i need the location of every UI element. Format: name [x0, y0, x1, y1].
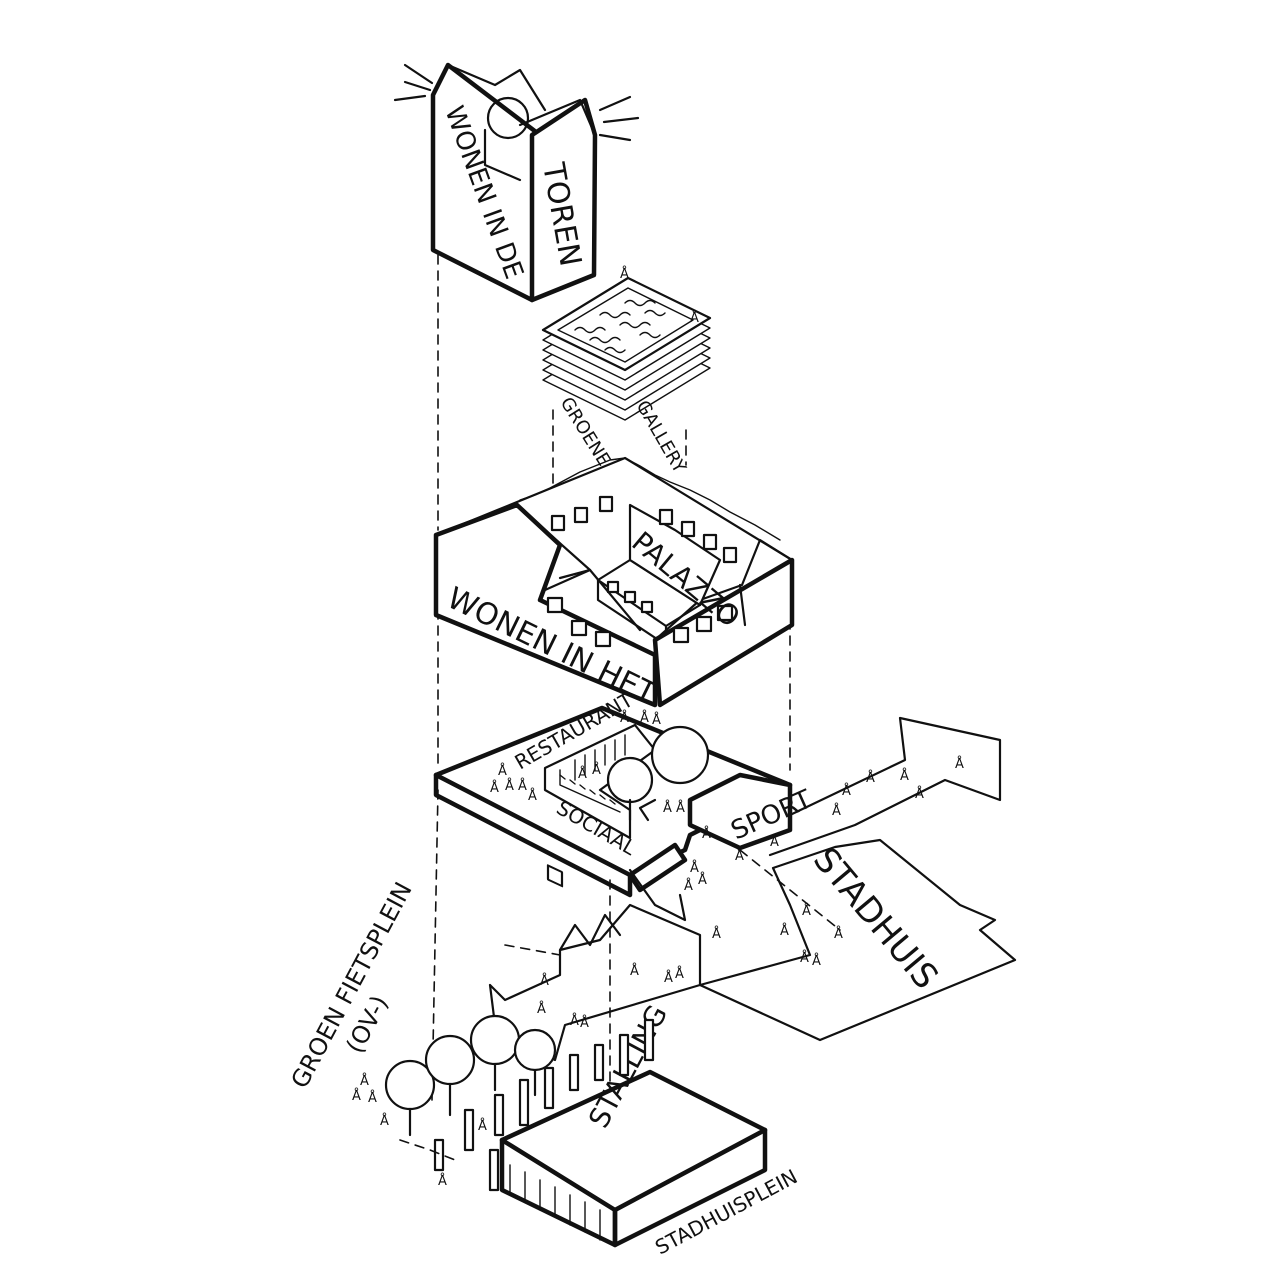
- person-icon: Å: [684, 878, 693, 894]
- person-icon: Å: [528, 788, 537, 804]
- fietsplein-bottom-label: GROEN FIETSPLEIN: [286, 878, 418, 1093]
- person-icon: Å: [675, 966, 684, 982]
- person-icon: Å: [630, 963, 639, 979]
- person-icon: Å: [702, 826, 711, 842]
- palazzo-dormers: [546, 495, 738, 888]
- person-icon: Å: [690, 860, 699, 876]
- stadhuis-label: STADHUIS: [805, 840, 946, 997]
- person-icon: Å: [620, 710, 629, 726]
- person-icon: Å: [438, 1173, 447, 1189]
- person-icon: Å: [735, 848, 744, 864]
- person-icon: Å: [578, 766, 587, 782]
- person-icon: Å: [842, 783, 851, 799]
- person-icon: Å: [640, 710, 649, 726]
- green-gallery-block: Å Å GROENE GALLERY: [541, 266, 712, 478]
- courtyard-tree-icon: [650, 725, 710, 785]
- courtyard-tree-icon: [606, 756, 654, 804]
- arrow-east: [768, 716, 1002, 857]
- person-icon: Å: [800, 950, 809, 966]
- person-icon: Å: [498, 763, 507, 779]
- person-icon: Å: [368, 1090, 377, 1106]
- arrow-stadhuis: STADHUIS: [698, 838, 1017, 1042]
- person-icon: Å: [770, 834, 779, 850]
- person-icon: Å: [505, 778, 514, 794]
- trees-row: [384, 1014, 557, 1137]
- gallery-person: Å: [690, 310, 699, 326]
- person-icon: Å: [915, 786, 924, 802]
- people: Å Å Å Å Å Å Å Å Å Å Å Å Å Å Å Å Å Å Å Å …: [352, 710, 964, 1189]
- sparkle-left-icon: [393, 63, 434, 102]
- gallery-person: Å: [620, 266, 629, 282]
- person-icon: Å: [832, 803, 841, 819]
- person-icon: Å: [676, 800, 685, 816]
- person-icon: Å: [834, 926, 843, 942]
- person-icon: Å: [652, 712, 661, 728]
- person-icon: Å: [360, 1073, 369, 1089]
- person-icon: Å: [478, 1118, 487, 1134]
- sparkle-right-icon: [598, 95, 640, 142]
- person-icon: Å: [780, 923, 789, 939]
- person-icon: Å: [490, 780, 499, 796]
- path-dashed: [399, 1139, 456, 1161]
- person-icon: Å: [664, 970, 673, 986]
- person-icon: Å: [580, 1015, 589, 1031]
- person-icon: Å: [955, 756, 964, 772]
- person-icon: Å: [866, 770, 875, 786]
- person-icon: Å: [352, 1088, 361, 1104]
- person-icon: Å: [812, 953, 821, 969]
- plinth-block: SPORT RESTAURANT SOCIAAL: [433, 687, 816, 922]
- tower-block: WONEN IN DE TOREN: [393, 62, 640, 303]
- tree-icon: [513, 1028, 557, 1072]
- tree-icon: [424, 1034, 476, 1086]
- person-icon: Å: [380, 1113, 389, 1129]
- tree-icon: [469, 1014, 521, 1066]
- bike-racks: [433, 1018, 655, 1192]
- person-icon: Å: [570, 1013, 579, 1029]
- person-icon: Å: [900, 768, 909, 784]
- person-icon: Å: [712, 926, 721, 942]
- person-icon: Å: [663, 800, 672, 816]
- person-icon: Å: [802, 903, 811, 919]
- person-icon: Å: [540, 973, 549, 989]
- person-icon: Å: [592, 762, 601, 778]
- tower-tree-icon: [486, 96, 530, 140]
- person-icon: Å: [537, 1001, 546, 1017]
- person-icon: Å: [698, 872, 707, 888]
- gallery-greenery: [574, 299, 666, 354]
- person-icon: Å: [518, 778, 527, 794]
